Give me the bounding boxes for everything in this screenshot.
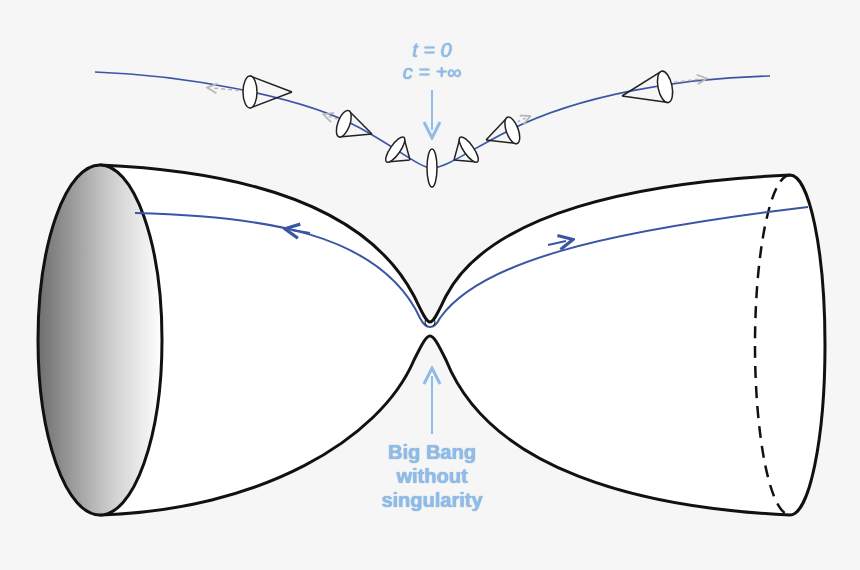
cone-axis-arrow [212,88,246,91]
neck-mark [425,318,435,326]
time-label: t = 0 [372,38,492,62]
worldline-arrow [292,230,310,233]
light-cone [481,115,523,153]
light-cone [445,135,481,173]
event-label: Big Bang without singularity [370,440,494,512]
pointer-arrow [431,90,433,130]
worldline-arrow [548,241,566,245]
cone-axis-arrow [667,79,702,83]
light-cone [619,70,676,112]
right-rim-back [755,175,790,515]
speed-label: c = +∞ [372,60,492,84]
light-cone [427,149,437,187]
pointer-arrow [431,376,433,434]
left-opening [38,165,162,515]
light-cone [243,76,292,108]
light-cone [383,135,419,173]
light-cone [333,109,376,148]
worldline [135,207,808,327]
surface [100,165,825,515]
